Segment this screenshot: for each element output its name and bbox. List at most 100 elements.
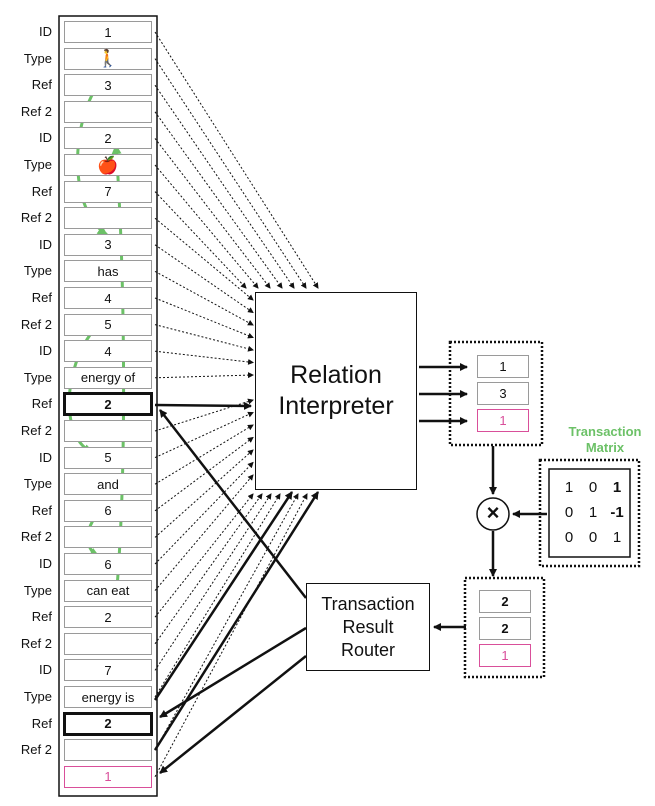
dotted-input-line bbox=[154, 493, 272, 671]
multiply-symbol: × bbox=[486, 500, 500, 525]
memory-cell-value: 2 bbox=[104, 609, 112, 625]
matrix-entry: 1 bbox=[612, 479, 622, 496]
input-vector-frame bbox=[448, 340, 544, 447]
row-label: ID bbox=[39, 343, 52, 359]
matrix-entry: 0 bbox=[564, 504, 574, 521]
memory-cell: 6 bbox=[64, 499, 152, 522]
dotted-input-line bbox=[154, 493, 308, 778]
memory-cell-value: 1 bbox=[104, 24, 112, 40]
matrix-frame bbox=[538, 458, 641, 568]
apple-icon: 🍎 bbox=[97, 155, 119, 175]
dotted-input-line bbox=[154, 244, 254, 314]
matrix-entry: -1 bbox=[610, 504, 624, 521]
dotted-input-line bbox=[154, 493, 281, 698]
matrix-title-line-1: Transaction bbox=[568, 424, 642, 439]
memory-cell-value: 5 bbox=[104, 317, 112, 333]
row-label: Type bbox=[23, 582, 52, 598]
row-label: ID bbox=[39, 556, 52, 571]
memory-cell: can eat bbox=[64, 579, 152, 602]
memory-cell: 5 bbox=[64, 313, 152, 336]
memory-cell-value: 1 bbox=[104, 769, 112, 785]
memory-cell bbox=[64, 420, 152, 442]
memory-cell-value: 2 bbox=[104, 716, 112, 732]
output-vector-frame bbox=[463, 576, 546, 679]
row-label: ID bbox=[39, 130, 52, 146]
dotted-input-line bbox=[154, 493, 263, 645]
dotted-input-line bbox=[154, 493, 299, 751]
memory-cell: 🍎 bbox=[64, 154, 152, 176]
row-label: Type bbox=[23, 369, 52, 385]
router-title-line-2: Result bbox=[342, 616, 394, 637]
relation-interpreter-box: Relation Interpreter bbox=[255, 292, 417, 490]
row-label: Ref bbox=[31, 609, 52, 625]
output-vector-cell: 2 bbox=[479, 590, 531, 613]
memory-cell: 6 bbox=[64, 553, 152, 575]
router-to-result-arrow bbox=[159, 655, 307, 774]
input-vector-cell: 3 bbox=[477, 382, 529, 405]
memory-cell: energy is bbox=[64, 686, 152, 708]
memory-cell-value: 7 bbox=[104, 184, 112, 200]
router-to-ref-4-arrow bbox=[159, 409, 307, 599]
result-to-interp-arrow-2 bbox=[153, 491, 320, 751]
matrix-title-line-2: Matrix bbox=[585, 440, 625, 455]
row-label: Ref bbox=[31, 715, 52, 731]
matrix-entry: 0 bbox=[588, 479, 598, 496]
dotted-input-line bbox=[154, 350, 254, 365]
dotted-input-line bbox=[154, 297, 254, 339]
input-vector-cell: 1 bbox=[477, 355, 529, 378]
row-label: Ref 2 bbox=[20, 742, 52, 758]
matrix-entry: 0 bbox=[564, 529, 574, 546]
row-label: Ref 2 bbox=[20, 210, 52, 226]
dotted-input-line bbox=[154, 270, 254, 326]
transaction-matrix-title: Transaction Matrix bbox=[555, 424, 655, 456]
memory-cell: 3 bbox=[64, 233, 152, 256]
matrix-entry: 1 bbox=[612, 529, 622, 546]
memory-cell-value: 4 bbox=[104, 290, 112, 306]
row-label: ID bbox=[39, 24, 52, 39]
memory-cell-highlighted: 2 bbox=[63, 392, 153, 417]
memory-cell bbox=[64, 526, 152, 549]
dotted-input-line bbox=[154, 31, 319, 289]
memory-cell bbox=[64, 739, 152, 762]
row-label: Ref bbox=[31, 502, 52, 518]
dotted-input-line bbox=[154, 436, 254, 512]
memory-cell-value: 7 bbox=[104, 662, 112, 678]
memory-cell: 5 bbox=[64, 446, 152, 469]
dotted-input-line bbox=[154, 111, 283, 289]
dotted-input-line bbox=[154, 217, 254, 301]
row-label: Type bbox=[23, 50, 52, 66]
solid-arrows bbox=[153, 363, 547, 774]
memory-cell-value: 3 bbox=[104, 237, 112, 253]
row-label: Type bbox=[23, 476, 52, 492]
router-title-line-1: Transaction bbox=[321, 593, 415, 614]
row-label: Ref 2 bbox=[20, 316, 52, 332]
dotted-input-line bbox=[154, 324, 254, 352]
memory-cell: 7 bbox=[64, 659, 152, 682]
memory-cell bbox=[64, 100, 152, 123]
dotted-input-lines bbox=[154, 31, 319, 778]
memory-cell: 2 bbox=[64, 127, 152, 150]
memory-cell-value: has bbox=[97, 263, 119, 279]
row-label: Ref 2 bbox=[20, 423, 52, 438]
row-label: ID bbox=[39, 662, 52, 678]
memory-cell: 1 bbox=[64, 21, 152, 43]
dotted-input-line bbox=[154, 474, 254, 591]
row-label: Type bbox=[23, 157, 52, 172]
output-vector-cell: 2 bbox=[479, 617, 531, 640]
memory-cell-value: 5 bbox=[104, 450, 112, 466]
dotted-input-line bbox=[154, 372, 254, 379]
row-label: Ref bbox=[31, 290, 52, 305]
router-title-line-3: Router bbox=[340, 639, 396, 660]
matrix-entry: 1 bbox=[588, 504, 598, 521]
memory-cell-highlighted: 2 bbox=[63, 711, 153, 736]
dotted-input-line bbox=[154, 461, 254, 565]
interpreter-title-line-2: Interpreter bbox=[278, 392, 394, 420]
row-label: Ref bbox=[31, 77, 52, 93]
dotted-input-line bbox=[154, 164, 259, 289]
row-label: Ref 2 bbox=[20, 529, 52, 545]
memory-cell: 7 bbox=[64, 180, 152, 203]
dotted-input-line bbox=[154, 411, 254, 459]
memory-cell: has bbox=[64, 260, 152, 283]
